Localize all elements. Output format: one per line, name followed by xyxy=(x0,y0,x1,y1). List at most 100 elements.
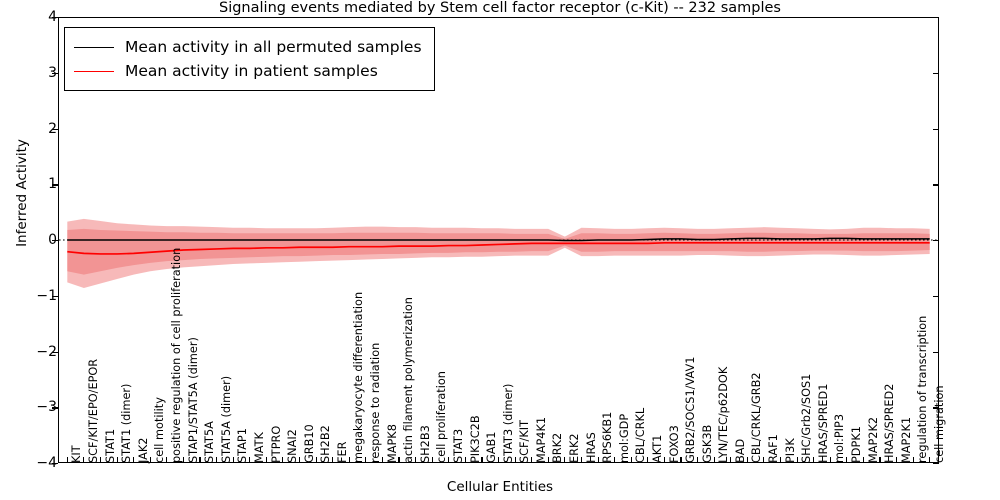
x-tick-label: PIK3C2B xyxy=(468,415,482,463)
legend-label-permuted: Mean activity in all permuted samples xyxy=(125,38,422,56)
x-tick-mark xyxy=(481,457,483,463)
x-tick-label: response to radiation xyxy=(369,342,383,463)
x-tick-mark xyxy=(149,457,151,463)
x-tick-mark xyxy=(862,457,864,463)
x-tick-mark xyxy=(282,457,284,463)
x-tick-label: STAT3 xyxy=(451,428,465,463)
x-tick-mark xyxy=(796,457,798,463)
x-tick-label: CBL/CRKL/GRB2 xyxy=(750,372,764,463)
x-tick-mark xyxy=(597,457,599,463)
x-tick-mark xyxy=(912,457,914,463)
x-tick-label: GRB2/SOCS1/VAV1 xyxy=(684,356,698,463)
y-tick-mark xyxy=(933,407,939,409)
y-tick-mark xyxy=(933,240,939,242)
x-tick-mark xyxy=(614,457,616,463)
x-tick-mark xyxy=(713,457,715,463)
x-tick-label: positive regulation of cell proliferatio… xyxy=(170,247,183,463)
x-tick-label: GRB10 xyxy=(302,424,316,463)
legend-swatch-permuted xyxy=(74,46,114,48)
x-tick-mark xyxy=(779,457,782,463)
legend-item-patient: Mean activity in patient samples xyxy=(74,59,422,83)
x-tick-label: STAT3 (dimer) xyxy=(501,383,515,463)
x-tick-mark xyxy=(232,457,234,463)
x-tick-mark xyxy=(83,457,85,463)
x-tick-label: MAP4K1 xyxy=(534,416,548,463)
x-tick-label: MAPK8 xyxy=(385,424,399,463)
x-tick-mark xyxy=(415,457,417,463)
x-tick-mark xyxy=(332,457,334,463)
x-tick-mark xyxy=(99,457,102,463)
x-tick-mark xyxy=(116,457,118,463)
x-tick-mark xyxy=(647,457,649,463)
x-tick-label: SCF/KIT/EPO/EPOR xyxy=(87,358,101,463)
x-tick-label: KIT xyxy=(70,445,84,463)
data-layer xyxy=(59,218,938,288)
y-tick-label: −1 xyxy=(36,287,57,304)
x-tick-mark xyxy=(929,457,931,463)
x-tick-label: cell migration xyxy=(932,385,946,463)
x-tick-label: JAK2 xyxy=(136,437,150,463)
x-tick-mark xyxy=(66,457,68,463)
legend-swatch-patient xyxy=(74,70,114,72)
x-tick-label: GSK3B xyxy=(700,424,714,463)
x-tick-mark xyxy=(680,457,682,463)
x-tick-label: FOXO3 xyxy=(667,425,681,463)
y-tick-mark xyxy=(52,72,58,75)
x-tick-label: LYN/TEC/p62DOK xyxy=(717,366,731,463)
x-tick-mark xyxy=(580,457,583,463)
x-tick-mark xyxy=(514,457,516,463)
y-tick-mark xyxy=(933,128,939,130)
x-tick-mark xyxy=(365,457,367,463)
x-tick-label: SH2B2 xyxy=(319,425,333,463)
y-tick-label: 2 xyxy=(17,122,57,136)
x-tick-label: PI3K xyxy=(783,438,797,463)
y-tick-mark xyxy=(933,295,939,298)
x-tick-mark xyxy=(298,457,301,463)
x-tick-mark xyxy=(398,457,400,463)
x-tick-mark xyxy=(448,457,450,463)
x-tick-label: mol:GDP xyxy=(617,413,631,463)
x-tick-label: actin filament polymerization xyxy=(402,297,416,463)
y-tick-mark xyxy=(52,184,58,186)
x-tick-label: SCF/KIT xyxy=(518,419,532,463)
x-tick-label: SNAI2 xyxy=(286,429,300,463)
y-tick-mark xyxy=(933,184,939,186)
y-tick-label: 1 xyxy=(17,177,57,191)
x-tick-label: MAP2K1 xyxy=(899,416,913,463)
legend-item-permuted: Mean activity in all permuted samples xyxy=(74,35,422,59)
x-tick-mark xyxy=(199,457,201,463)
y-tick-label: 3 xyxy=(17,66,57,80)
x-tick-mark xyxy=(216,457,218,463)
x-tick-mark xyxy=(763,457,765,463)
x-tick-label: STAT1 (dimer) xyxy=(120,383,134,463)
plot-area xyxy=(59,18,938,462)
x-tick-mark xyxy=(547,457,549,463)
x-tick-label: MATK xyxy=(252,432,266,463)
x-tick-mark xyxy=(133,457,135,463)
x-tick-mark xyxy=(381,457,383,463)
x-tick-label: GAB1 xyxy=(485,431,499,463)
x-tick-mark xyxy=(531,457,533,463)
x-tick-label: AKT1 xyxy=(650,434,664,463)
x-tick-label: RAF1 xyxy=(767,434,781,463)
x-tick-mark xyxy=(730,457,732,463)
x-tick-label: PTPRO xyxy=(269,425,283,463)
x-tick-label: STAT5A (dimer) xyxy=(219,375,233,463)
x-tick-mark xyxy=(846,457,848,463)
x-tick-label: SHC/Grb2/SOS1 xyxy=(800,373,814,463)
y-tick-label: 4 xyxy=(17,10,57,24)
x-tick-mark xyxy=(498,457,500,463)
x-tick-mark xyxy=(166,457,168,463)
x-tick-mark xyxy=(813,457,815,463)
x-tick-label: BRK2 xyxy=(551,432,565,463)
y-tick-label: −4 xyxy=(36,455,57,471)
y-tick-mark xyxy=(52,240,58,242)
x-tick-mark xyxy=(265,457,267,463)
y-tick-mark xyxy=(52,128,58,130)
x-axis-label: Cellular Entities xyxy=(446,479,554,495)
x-tick-label: MAP2K2 xyxy=(866,416,880,463)
y-tick-label: −2 xyxy=(36,343,57,360)
chart-legend: Mean activity in all permuted samples Me… xyxy=(64,27,435,91)
x-tick-mark xyxy=(564,457,566,463)
